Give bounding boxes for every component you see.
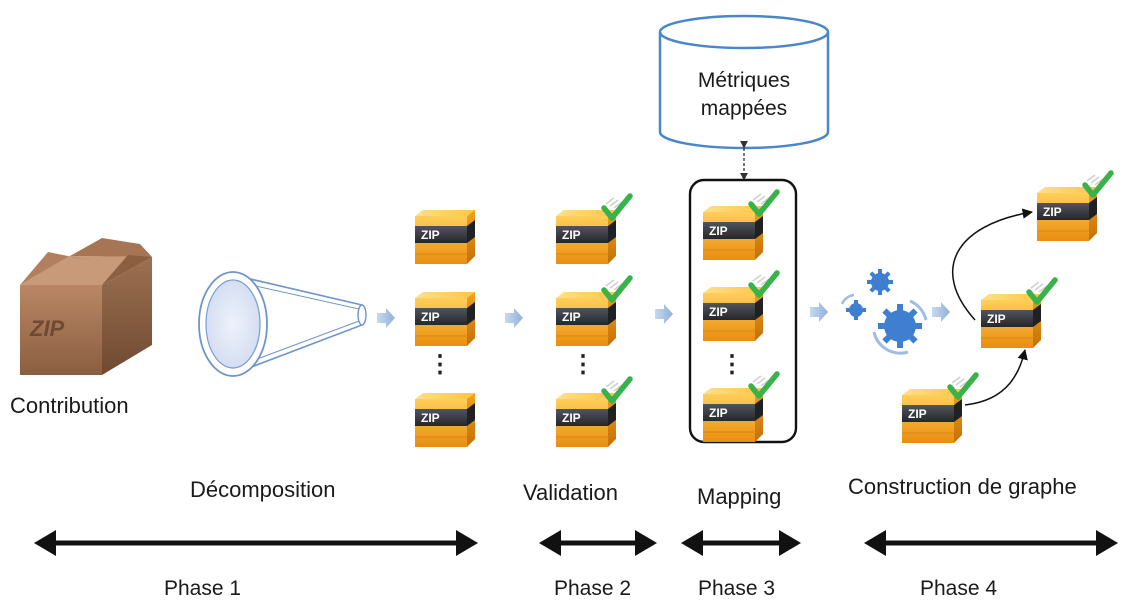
zip-text: ZIP: [709, 406, 728, 420]
zip-decomposed-1: ZIP: [415, 210, 475, 264]
gear-small-top: [867, 269, 893, 295]
metrics-database: [658, 14, 830, 150]
stage-label-decomposition: Décomposition: [190, 477, 336, 502]
checkmark-icon: [947, 372, 979, 400]
zip-text: ZIP: [709, 305, 728, 319]
decomposition-ellipsis: ⋮: [428, 351, 452, 378]
processing-gears-icon: [840, 269, 928, 355]
zip-text: ZIP: [421, 310, 440, 324]
checkmark-icon: [601, 193, 633, 221]
contribution-box-text: ZIP: [29, 316, 65, 341]
zip-text: ZIP: [908, 407, 927, 421]
phase-1-range-arrow: [34, 530, 478, 556]
checkmark-icon: [1082, 170, 1114, 198]
zip-validated-1: ZIP: [556, 193, 633, 264]
phase-3-range-arrow: [681, 530, 801, 556]
step-arrow-icon: [377, 308, 395, 328]
gear-small-left: [840, 293, 866, 320]
zip-text: ZIP: [1043, 205, 1062, 219]
stage-label-mapping: Mapping: [697, 484, 782, 509]
gear-large: [872, 299, 928, 355]
zip-text: ZIP: [987, 312, 1006, 326]
stage-label-graph: Construction de graphe: [848, 474, 1077, 499]
zip-text: ZIP: [562, 411, 581, 425]
zip-validated-3: ZIP: [556, 376, 633, 447]
phase-4-range-arrow: [864, 530, 1118, 556]
phase-4-label: Phase 4: [920, 577, 998, 600]
step-arrow-icon: [505, 308, 523, 328]
zip-mapped-1: ZIP: [703, 189, 780, 260]
validation-ellipsis: ⋮: [571, 351, 595, 378]
zip-graph-node-bottom: ZIP: [902, 372, 979, 443]
zip-validated-2: ZIP: [556, 275, 633, 346]
phase-2-range-arrow: [539, 530, 657, 556]
phase-2-label: Phase 2: [554, 577, 632, 600]
database-label-line2: mappées: [700, 97, 788, 120]
database-label: Métriques mappées: [659, 67, 829, 123]
zip-decomposed-2: ZIP: [415, 292, 475, 346]
zip-mapped-2: ZIP: [703, 270, 780, 341]
decomposition-funnel-icon: [198, 271, 367, 377]
phase-3-label: Phase 3: [698, 577, 776, 600]
zip-text: ZIP: [421, 228, 440, 242]
zip-graph-node-middle: ZIP: [981, 277, 1058, 348]
step-arrow-icon: [932, 302, 950, 322]
zip-mapped-3: ZIP: [703, 371, 780, 442]
stage-label-validation: Validation: [523, 480, 618, 505]
contribution-label: Contribution: [10, 393, 129, 418]
zip-decomposed-3: ZIP: [415, 393, 475, 447]
checkmark-icon: [601, 376, 633, 404]
zip-archives: ZIP ZIP ZIP ZIP ZIP ZIP ZIP ZIP ZIP ZIP ZIP ZIP: [415, 170, 1114, 447]
step-arrows: [377, 302, 950, 328]
zip-graph-node-top: ZIP: [1037, 170, 1114, 241]
checkmark-icon: [601, 275, 633, 303]
step-arrow-icon: [655, 304, 673, 324]
phase-1-label: Phase 1: [164, 577, 242, 600]
zip-text: ZIP: [562, 228, 581, 242]
zip-text: ZIP: [709, 224, 728, 238]
checkmark-icon: [748, 270, 780, 298]
mapping-ellipsis: ⋮: [720, 351, 744, 378]
checkmark-icon: [1026, 277, 1058, 305]
contribution-box-icon: ZIP: [20, 238, 152, 375]
zip-text: ZIP: [562, 310, 581, 324]
graph-edges: [951, 208, 1034, 406]
checkmark-icon: [748, 189, 780, 217]
database-label-line1: Métriques: [697, 69, 791, 92]
checkmark-icon: [748, 371, 780, 399]
step-arrow-icon: [810, 302, 828, 322]
zip-text: ZIP: [421, 411, 440, 425]
